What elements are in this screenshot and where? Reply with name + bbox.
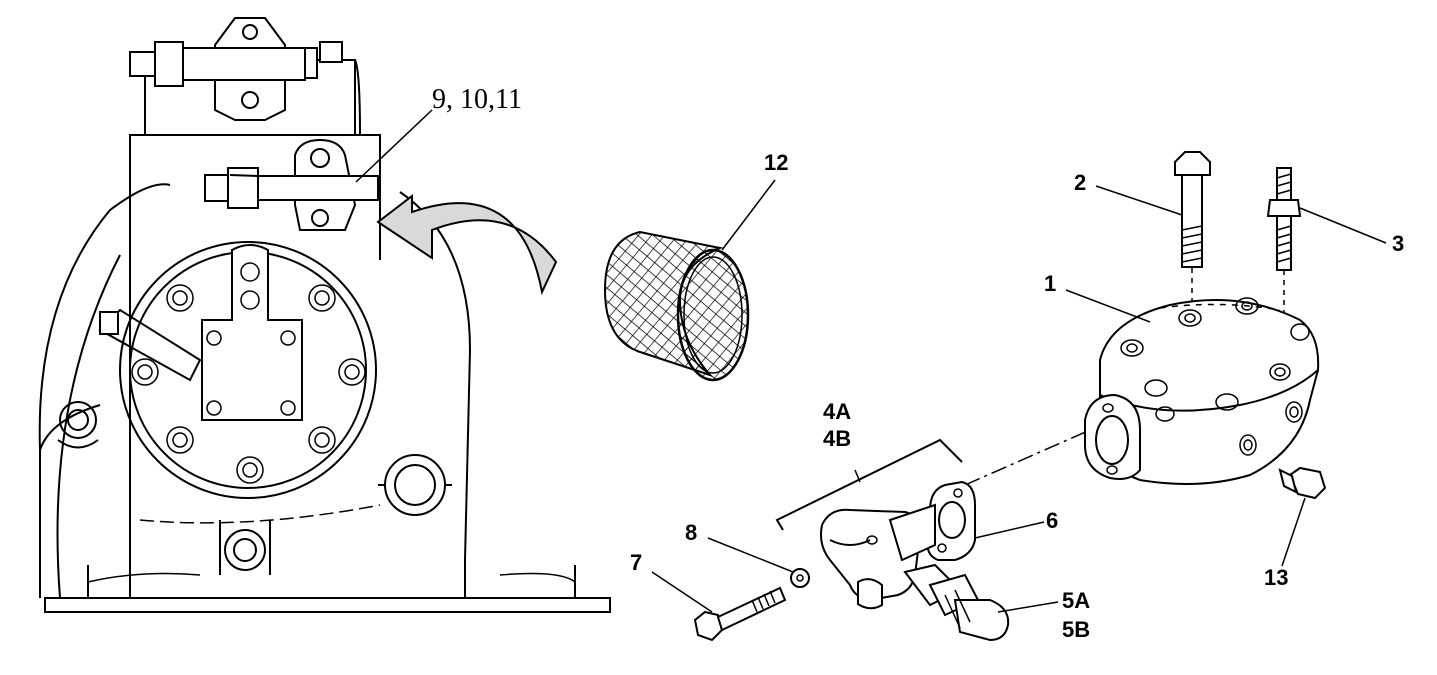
gasket-icon xyxy=(926,480,976,561)
callout-3: 3 xyxy=(1392,231,1404,256)
cylinder-head-icon xyxy=(1084,297,1320,485)
leader-3 xyxy=(1299,207,1387,244)
leader-8 xyxy=(707,537,794,573)
leader-5 xyxy=(997,601,1059,613)
mesh-screen-icon xyxy=(603,230,750,382)
callout-12: 12 xyxy=(764,150,788,175)
leader-1 xyxy=(1065,289,1151,323)
leader-7 xyxy=(651,571,713,613)
leader-9-10-11 xyxy=(355,109,433,183)
leader-2 xyxy=(1095,185,1183,216)
callout-4a: 4A xyxy=(823,399,851,424)
washer-icon xyxy=(790,568,810,588)
plug-icon xyxy=(1278,466,1327,500)
leader-4 xyxy=(854,469,861,483)
callout-5b: 5B xyxy=(1062,617,1090,642)
callout-9-10-11: 9, 10,11 xyxy=(432,84,522,115)
bolt-icon xyxy=(693,586,787,642)
assembly-axis-line xyxy=(964,429,1091,486)
callout-4b: 4B xyxy=(823,426,851,451)
valve-icon xyxy=(820,503,1010,642)
callout-2: 2 xyxy=(1074,170,1086,195)
callout-1: 1 xyxy=(1044,271,1056,296)
direction-arrow-icon xyxy=(376,193,558,296)
callout-7: 7 xyxy=(630,550,642,575)
callout-8: 8 xyxy=(685,520,697,545)
compressor-icon xyxy=(38,17,611,613)
callout-6: 6 xyxy=(1046,508,1058,533)
leader-6 xyxy=(974,521,1045,539)
callout-13: 13 xyxy=(1264,565,1288,590)
bolt-icon xyxy=(1174,151,1211,312)
callout-5a: 5A xyxy=(1062,588,1090,613)
leader-12 xyxy=(721,179,776,251)
leader-13 xyxy=(1281,497,1306,567)
